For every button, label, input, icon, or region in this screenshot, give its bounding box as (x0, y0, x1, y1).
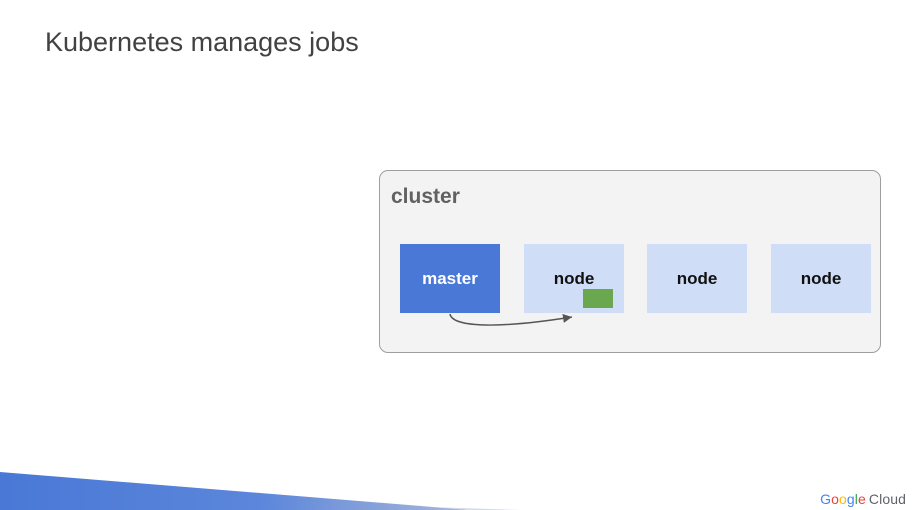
logo-letter-o1: o (831, 491, 840, 507)
logo-letter-g: G (820, 491, 832, 507)
logo-letter-o2: o (839, 491, 847, 507)
node-label-3: node (800, 268, 842, 288)
node-label-2: node (676, 268, 718, 288)
node-label-1: node (553, 268, 595, 288)
node-box-3: node (771, 244, 871, 313)
logo-cloud-text: Cloud (868, 491, 906, 507)
node-box-2: node (647, 244, 747, 313)
job-block (583, 289, 613, 308)
slide-title: Kubernetes manages jobs (45, 27, 359, 57)
master-label: master (422, 268, 478, 288)
master-box: master (400, 244, 500, 313)
logo-letter-g2: g (846, 491, 855, 507)
logo-letter-e: e (858, 491, 866, 507)
logo-letter-l: l (854, 491, 859, 507)
cluster-label: cluster (391, 185, 460, 208)
